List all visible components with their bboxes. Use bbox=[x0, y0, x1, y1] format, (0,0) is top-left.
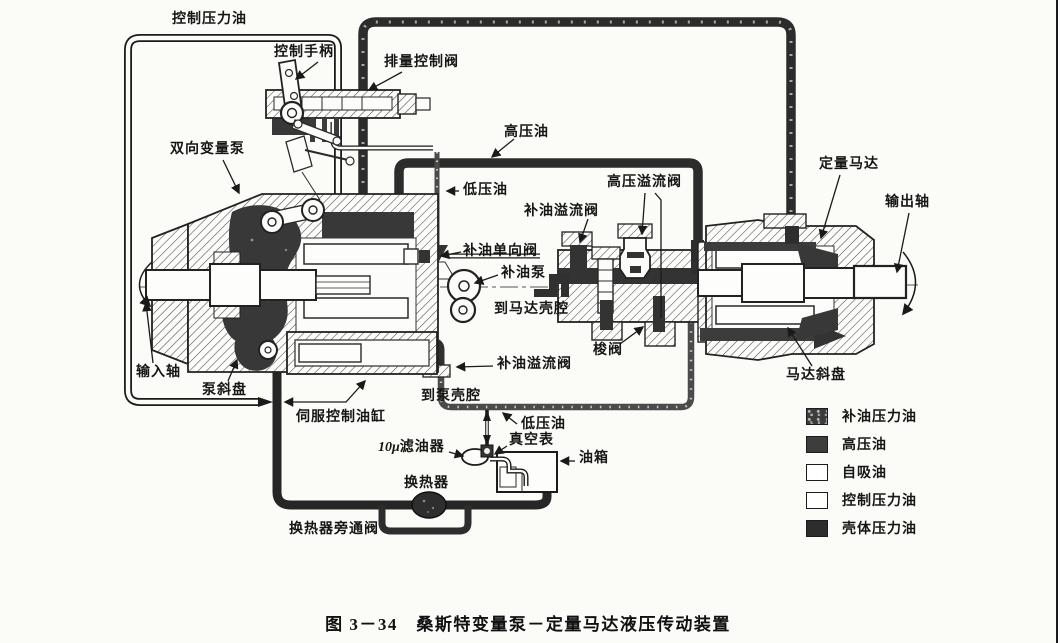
motor-swashplate-lower bbox=[796, 308, 838, 340]
label-oil-tank: 油箱 bbox=[579, 451, 609, 466]
output-rotation-arrow bbox=[901, 251, 917, 316]
charge-check-valve-symbol bbox=[403, 248, 430, 265]
legend-label-case-pressure-oil: 壳体压力油 bbox=[842, 522, 917, 537]
label-heat-exchanger-bypass-valve: 换热器旁通阀 bbox=[289, 522, 379, 537]
top-supply-pipe bbox=[358, 17, 796, 230]
control-drain-thin-pipe bbox=[330, 122, 433, 151]
legend-swatch-case-pressure-oil bbox=[806, 519, 828, 537]
legend-item-case-pressure-oil: 壳体压力油 bbox=[806, 519, 917, 537]
low-pressure-return-pipe bbox=[437, 302, 695, 411]
legend-label-suction-oil: 自吸油 bbox=[842, 466, 887, 481]
legend-swatch-charge-pressure-oil bbox=[806, 407, 828, 425]
legend-label-control-pressure-oil: 控制压力油 bbox=[842, 494, 917, 509]
legend-label-high-pressure-oil: 高压油 bbox=[842, 438, 887, 453]
label-control-pressure-oil: 控制压力油 bbox=[172, 12, 247, 27]
label-shuttle-valve: 梭阀 bbox=[593, 343, 623, 358]
label-control-handle: 控制手柄 bbox=[274, 45, 334, 60]
label-to-pump-case: 到泵壳腔 bbox=[421, 389, 481, 404]
label-high-pressure-oil: 高压油 bbox=[504, 125, 549, 140]
label-servo-control-cylinder: 伺服控制油缸 bbox=[296, 410, 386, 425]
control-pressure-pipe bbox=[124, 34, 342, 407]
label-charge-relief-valve: 补油溢流阀 bbox=[524, 204, 599, 219]
legend-swatch-suction-oil bbox=[806, 463, 828, 481]
label-low-pressure-oil-2: 低压油 bbox=[521, 417, 566, 432]
output-shaft-shape bbox=[852, 264, 908, 300]
label-input-shaft: 输入轴 bbox=[136, 365, 181, 380]
vacuum-gauge-symbol bbox=[480, 444, 494, 458]
legend-item-charge-pressure-oil: 补油压力油 bbox=[806, 407, 917, 425]
label-filter: 10μ滤油器 bbox=[378, 440, 445, 455]
label-charge-check-valve: 补油单向阀 bbox=[463, 244, 538, 259]
label-motor-swashplate: 马达斜盘 bbox=[786, 368, 846, 383]
label-displacement-control-valve: 排量控制阀 bbox=[384, 55, 459, 70]
charge-pump-symbol bbox=[446, 268, 482, 324]
bypass-loop bbox=[378, 505, 472, 535]
figure-caption: 图 3－34 桑斯特变量泵－定量马达液压传动装置 bbox=[325, 615, 731, 634]
label-to-motor-case: 到马达壳腔 bbox=[494, 302, 569, 317]
label-high-pressure-relief-valve: 高压溢流阀 bbox=[607, 175, 682, 190]
servo-cylinder bbox=[258, 331, 438, 375]
heat-exchanger-symbol bbox=[411, 491, 447, 519]
label-charge-relief-valve-2: 补油溢流阀 bbox=[497, 357, 572, 372]
legend-label-charge-pressure-oil: 补油压力油 bbox=[842, 410, 917, 425]
leader-lines bbox=[142, 61, 910, 466]
label-bidirectional-variable-pump: 双向变量泵 bbox=[170, 142, 245, 157]
legend: 补油压力油 高压油 自吸油 控制压力油 壳体压力油 bbox=[806, 407, 917, 537]
legend-swatch-high-pressure-oil bbox=[806, 435, 828, 453]
motor-assembly bbox=[697, 213, 917, 361]
label-output-shaft: 输出轴 bbox=[885, 195, 930, 210]
tank-elbow-pipe bbox=[490, 456, 529, 486]
control-lever bbox=[277, 58, 355, 201]
label-filter-micron: 10μ bbox=[378, 440, 400, 455]
valve-block bbox=[534, 223, 704, 347]
label-low-pressure-oil: 低压油 bbox=[463, 183, 508, 198]
input-shaft-shape bbox=[145, 269, 211, 301]
pump-assembly bbox=[138, 193, 439, 375]
pump-dark-chamber bbox=[322, 212, 414, 238]
label-vacuum-gauge: 真空表 bbox=[509, 433, 554, 448]
label-fixed-displacement-motor: 定量马达 bbox=[819, 157, 879, 172]
label-heat-exchanger: 换热器 bbox=[404, 476, 449, 491]
page-edge-line bbox=[1056, 0, 1058, 643]
legend-item-suction-oil: 自吸油 bbox=[806, 463, 917, 481]
legend-item-control-pressure-oil: 控制压力油 bbox=[806, 491, 917, 509]
label-charge-pump: 补油泵 bbox=[501, 266, 546, 281]
legend-item-high-pressure-oil: 高压油 bbox=[806, 435, 917, 453]
legend-swatch-control-pressure-oil bbox=[806, 491, 828, 509]
label-filter-text: 滤油器 bbox=[399, 440, 445, 455]
label-pump-swashplate: 泵斜盘 bbox=[202, 383, 247, 398]
filter-branch-line bbox=[483, 410, 491, 446]
